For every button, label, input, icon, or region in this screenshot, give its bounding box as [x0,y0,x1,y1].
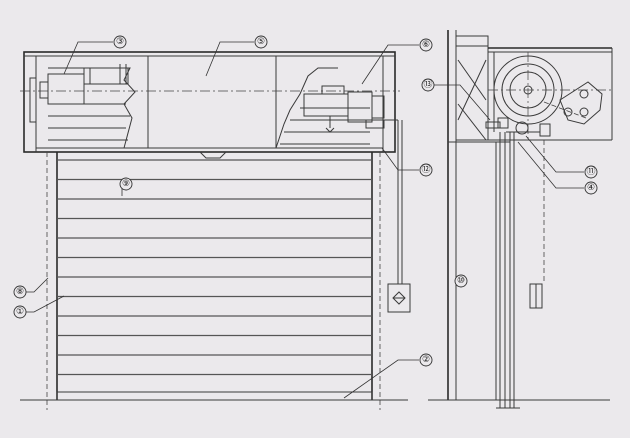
callout-5-label: ⑤ [257,37,265,47]
side-section [428,30,613,409]
callout-1: ① [13,305,27,319]
callout-6: ⑥ [419,38,433,52]
roller-drum [488,52,612,140]
front-elevation [20,51,411,410]
callout-10: ⑩ [454,274,468,288]
callout-12: ⑫ [419,163,433,177]
drive-motor [303,93,349,117]
callout-11: ⑪ [584,165,598,179]
callout-4-label: ④ [587,183,595,193]
callout-3: ③ [113,35,127,49]
callout-8: ⑧ [13,285,27,299]
shutter-curtain [56,152,373,401]
bottom-bar [56,391,373,401]
callout-11-label: ⑪ [586,166,595,177]
callout-2: ② [419,353,433,367]
callout-4: ④ [584,181,598,195]
callouts: ③ ⑤ ⑥ ⑫ ⑨ ⑧ ① ② [13,35,598,367]
callout-1-label: ① [16,307,24,317]
callout-9: ⑨ [119,177,133,191]
lintel [455,35,489,141]
drive-plate [543,81,603,125]
callout-12-label: ⑫ [421,164,430,175]
callout-6-label: ⑥ [422,40,430,50]
callout-2-label: ② [422,355,430,365]
callout-10-label: ⑩ [457,276,465,286]
callout-5: ⑤ [254,35,268,49]
motor-block [47,73,85,105]
callout-3-label: ③ [116,37,124,47]
left-drum [29,64,136,149]
leader-lines [26,41,584,399]
center-bracket [199,151,227,159]
callout-13: ⑬ [421,78,435,92]
control-box [383,119,411,313]
head-box [23,51,396,153]
right-drive-unit [275,67,385,149]
callout-9-label: ⑨ [122,179,130,189]
callout-13-label: ⑬ [423,79,432,90]
callout-8-label: ⑧ [16,287,24,297]
guide-roller [515,121,529,135]
